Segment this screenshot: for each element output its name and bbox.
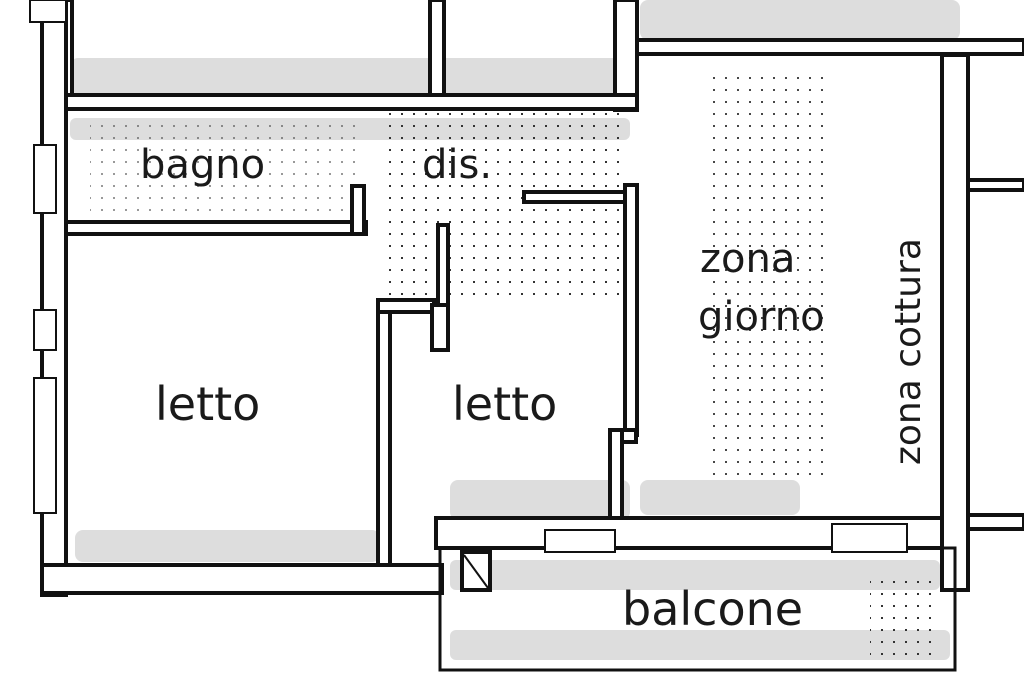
window-top (29, 0, 67, 23)
window-bagno (33, 144, 57, 214)
room-label-disimpegno: dis. (422, 142, 492, 188)
room-label-balcone: balcone (622, 582, 803, 636)
room-label-letto-center: letto (452, 377, 557, 431)
windows (29, 0, 908, 553)
window-letto (33, 377, 57, 514)
window-letto-small (33, 309, 57, 351)
room-labels: bagno dis. letto letto zona giorno zona … (140, 142, 929, 636)
room-label-letto-left: letto (155, 377, 260, 431)
window-balcone-right (831, 523, 908, 553)
room-label-bagno: bagno (140, 142, 265, 188)
room-label-zona-cottura: zona cottura (888, 238, 929, 465)
room-label-zona-giorno-2: giorno (698, 294, 825, 340)
room-label-zona-giorno-1: zona (700, 236, 795, 282)
dotted-areas (90, 75, 940, 660)
window-balcone-left (544, 529, 616, 553)
